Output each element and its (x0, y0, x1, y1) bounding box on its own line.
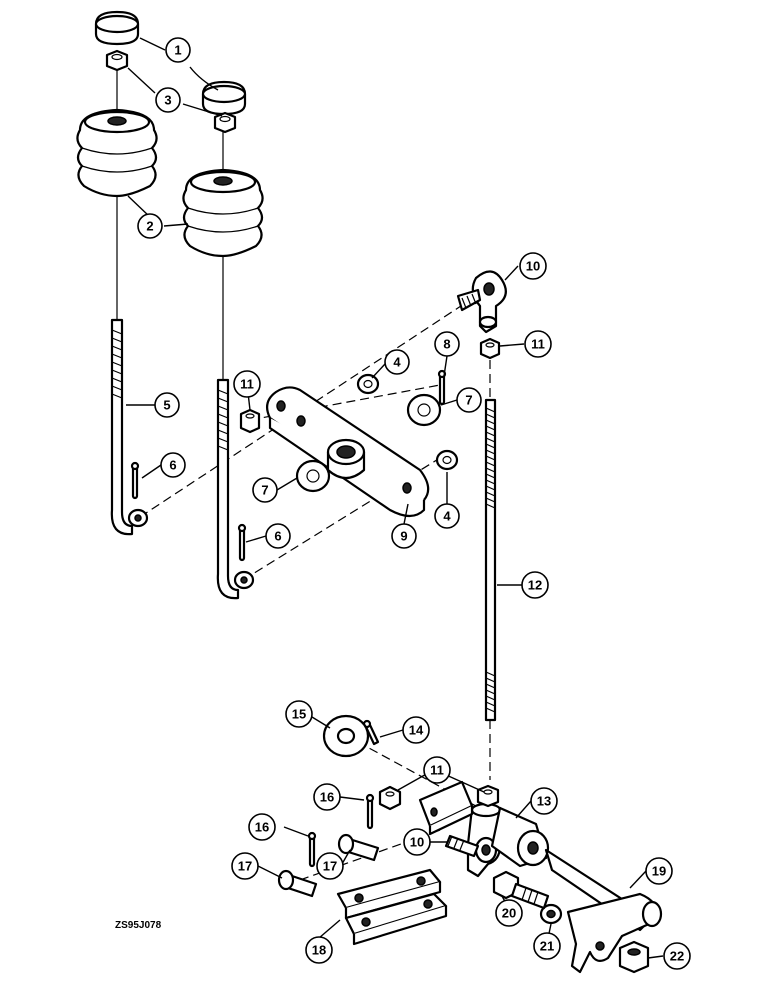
callout-22: 22 (663, 942, 691, 970)
cotter-pin-part (130, 461, 140, 500)
callout-5: 5 (154, 392, 180, 418)
callout-10: 10 (519, 252, 547, 280)
svg-text:12: 12 (528, 578, 542, 593)
callout-6: 6 (265, 523, 291, 549)
washer-part (435, 449, 459, 471)
j-bolt-part (216, 378, 255, 600)
cotter-pin-part (437, 369, 447, 406)
svg-text:11: 11 (430, 763, 444, 778)
j-bolt-part (110, 318, 149, 536)
callout-10: 10 (403, 828, 431, 856)
svg-text:19: 19 (652, 864, 666, 879)
svg-text:6: 6 (169, 458, 176, 473)
callout-7: 7 (456, 387, 482, 413)
bolt-part (337, 833, 380, 862)
callout-9: 9 (391, 523, 417, 549)
callout-16: 16 (248, 813, 276, 841)
svg-text:9: 9 (400, 529, 407, 544)
svg-text:7: 7 (261, 483, 268, 498)
callout-6: 6 (160, 452, 186, 478)
svg-text:18: 18 (312, 943, 326, 958)
lever-arm-part (544, 848, 663, 974)
callout-2: 2 (137, 213, 163, 239)
link-bracket-part (418, 780, 474, 836)
svg-text:16: 16 (255, 820, 269, 835)
svg-text:14: 14 (409, 723, 424, 738)
callout-19: 19 (645, 857, 673, 885)
rod-end-part (444, 802, 502, 878)
svg-text:10: 10 (526, 259, 540, 274)
callout-4: 4 (434, 503, 460, 529)
callout-21: 21 (533, 932, 561, 960)
svg-text:10: 10 (410, 835, 424, 850)
svg-text:17: 17 (323, 859, 337, 874)
lock-nut-part (479, 337, 501, 360)
callout-12: 12 (521, 571, 549, 599)
callout-14: 14 (402, 716, 430, 744)
svg-text:7: 7 (465, 393, 472, 408)
shackle-plate-part (336, 868, 448, 946)
lock-nut-part (239, 408, 261, 434)
threaded-rod-part (484, 398, 497, 722)
callout-18: 18 (305, 936, 333, 964)
washer-part (406, 393, 442, 427)
callout-17: 17 (316, 852, 344, 880)
svg-text:8: 8 (443, 337, 450, 352)
svg-text:17: 17 (238, 859, 252, 874)
svg-text:11: 11 (240, 377, 254, 392)
svg-text:11: 11 (531, 337, 545, 352)
callout-4: 4 (384, 349, 410, 375)
callout-11: 11 (524, 330, 552, 358)
washer-part (322, 714, 370, 758)
callout-1: 1 (165, 37, 191, 63)
svg-text:2: 2 (146, 219, 153, 234)
washer-part (356, 373, 380, 395)
nut-part (213, 111, 237, 134)
callout-7: 7 (252, 477, 278, 503)
cotter-pin-part (237, 523, 247, 562)
rod-end-part (456, 270, 507, 334)
svg-text:20: 20 (502, 906, 516, 921)
bolt-part (277, 869, 318, 898)
svg-text:3: 3 (164, 93, 171, 108)
nut-part (105, 49, 129, 72)
bushing-part (490, 806, 550, 868)
cotter-pin-part (365, 793, 375, 830)
svg-text:16: 16 (320, 790, 334, 805)
svg-text:5: 5 (163, 398, 170, 413)
hex-bolt-part (492, 870, 550, 910)
callout-20: 20 (495, 899, 523, 927)
callout-16: 16 (313, 783, 341, 811)
washer-part (295, 459, 331, 493)
callout-15: 15 (285, 700, 313, 728)
washer-part (539, 903, 563, 925)
drawing-code: ZS95J078 (115, 920, 162, 931)
svg-text:21: 21 (540, 939, 554, 954)
svg-text:4: 4 (443, 509, 451, 524)
lock-nut-part (378, 785, 402, 811)
callout-3: 3 (155, 87, 181, 113)
callout-13: 13 (530, 787, 558, 815)
svg-text:1: 1 (174, 43, 181, 58)
callout-11: 11 (423, 756, 451, 784)
svg-text:22: 22 (670, 949, 684, 964)
cap-part (201, 80, 247, 116)
rubber-mount-part (182, 168, 264, 258)
cap-part (94, 10, 140, 46)
callout-17: 17 (231, 852, 259, 880)
lock-nut-part (476, 784, 500, 808)
svg-text:15: 15 (292, 707, 306, 722)
svg-text:13: 13 (537, 794, 551, 809)
svg-text:6: 6 (274, 529, 281, 544)
lever-plate-part (265, 386, 430, 518)
large-nut-part (618, 940, 650, 974)
callout-11: 11 (233, 370, 261, 398)
leader-lines (126, 37, 664, 959)
cotter-pin-part (307, 831, 317, 868)
svg-text:4: 4 (393, 355, 401, 370)
callout-8: 8 (434, 331, 460, 357)
rubber-mount-part (76, 108, 158, 198)
